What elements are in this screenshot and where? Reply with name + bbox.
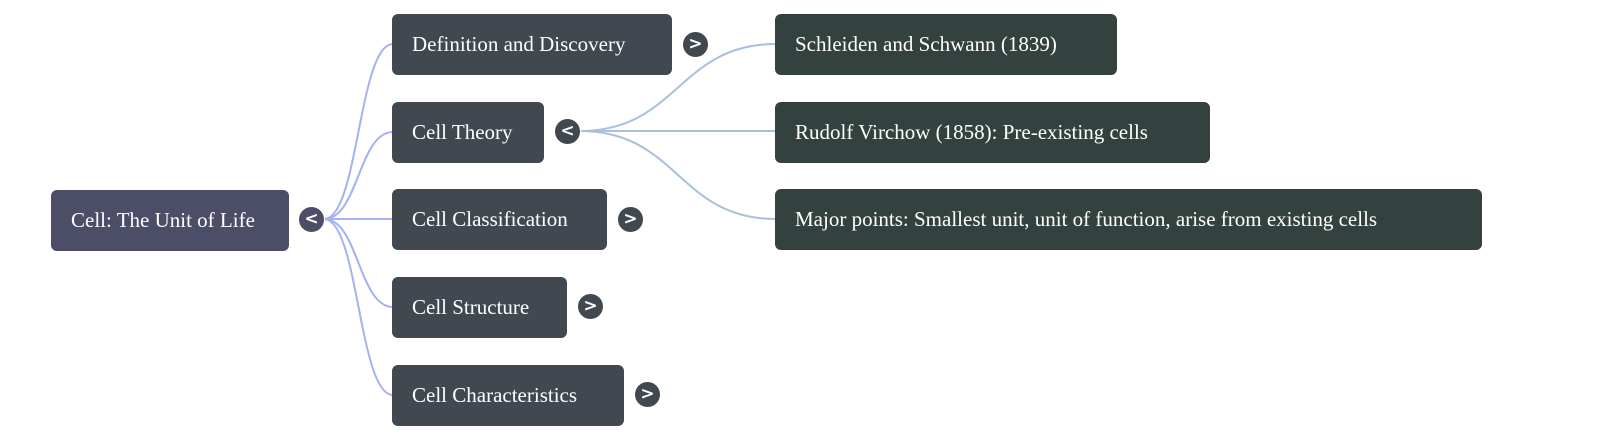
branch-label: Cell Characteristics xyxy=(412,383,578,407)
connector-root-to-definition xyxy=(323,43,394,220)
leaf-node-major-points[interactable]: Major points: Smallest unit, unit of fun… xyxy=(775,189,1482,250)
branch-node-characteristics[interactable]: Cell Characteristics xyxy=(392,365,624,426)
root-node-label: Cell: The Unit of Life xyxy=(71,208,255,232)
leaf-label: Rudolf Virchow (1858): Pre-existing cell… xyxy=(795,120,1148,144)
branch-label: Cell Structure xyxy=(412,295,530,319)
branch-node-definition[interactable]: Definition and Discovery xyxy=(392,14,672,75)
branch-node-classification[interactable]: Cell Classification xyxy=(392,189,607,250)
leaf-label: Major points: Smallest unit, unit of fun… xyxy=(795,207,1378,231)
root-collapse-toggle[interactable]: < xyxy=(298,206,325,233)
connector-theory-to-major-points xyxy=(579,130,777,220)
connector-root-to-characteristics xyxy=(323,218,394,396)
expand-toggle-definition[interactable]: > xyxy=(682,31,709,58)
expand-toggle-structure[interactable]: > xyxy=(577,293,604,320)
leaf-node-schleiden-schwann[interactable]: Schleiden and Schwann (1839) xyxy=(775,14,1117,75)
branch-label: Cell Theory xyxy=(412,120,513,144)
root-node[interactable]: Cell: The Unit of Life xyxy=(51,190,289,251)
branch-label: Definition and Discovery xyxy=(412,32,626,56)
expand-toggle-classification[interactable]: > xyxy=(617,206,644,233)
branch-label: Cell Classification xyxy=(412,207,568,231)
collapse-toggle-cell-theory[interactable]: < xyxy=(554,118,581,145)
leaf-node-virchow[interactable]: Rudolf Virchow (1858): Pre-existing cell… xyxy=(775,102,1210,163)
branch-node-cell-theory[interactable]: Cell Theory xyxy=(392,102,544,163)
expand-toggle-characteristics[interactable]: > xyxy=(634,381,661,408)
connector-root-to-structure xyxy=(323,218,394,308)
leaf-label: Schleiden and Schwann (1839) xyxy=(795,32,1057,56)
branch-node-structure[interactable]: Cell Structure xyxy=(392,277,567,338)
connector-root-to-cell-theory xyxy=(323,131,394,220)
